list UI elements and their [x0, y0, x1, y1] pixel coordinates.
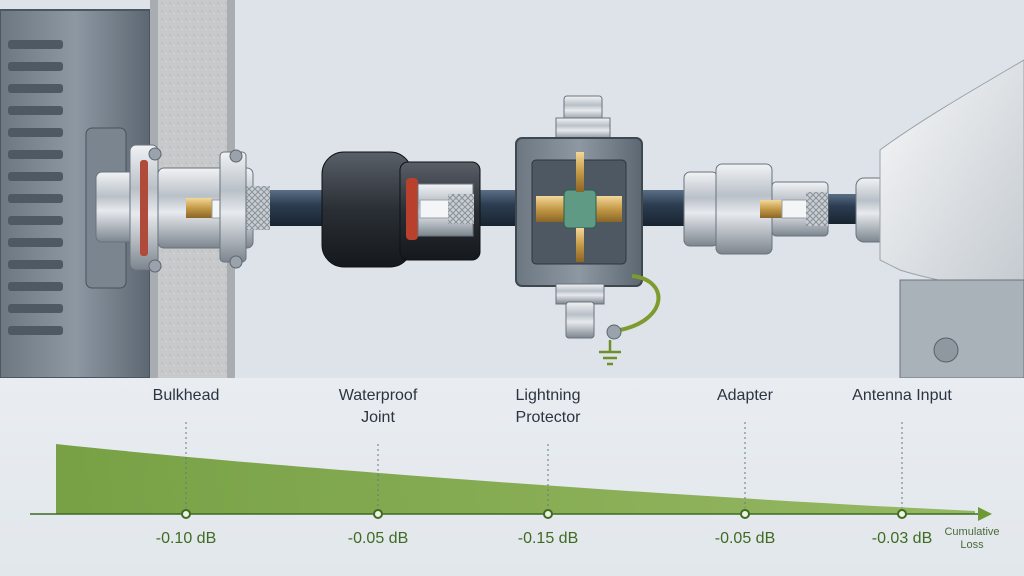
cable-assembly-illustration — [0, 0, 1024, 378]
cumulative-loss-chart — [30, 444, 992, 521]
adapter-connector — [683, 163, 829, 255]
loss-label: -0.10 dB — [155, 530, 217, 547]
loss-marker — [373, 509, 383, 519]
ground-symbol-icon — [599, 340, 621, 366]
loss-label: -0.05 dB — [714, 530, 776, 547]
loss-label: -0.15 dB — [517, 530, 579, 547]
axis-title: Cumulative Loss — [944, 526, 1000, 551]
lightning-protector — [515, 95, 661, 340]
component-label: Bulkhead — [152, 387, 220, 404]
component-label: Adapter — [716, 387, 774, 404]
axis-arrow-icon — [978, 507, 992, 521]
antenna-unit — [855, 59, 1024, 378]
loss-marker — [897, 509, 907, 519]
loss-label: -0.05 dB — [347, 530, 409, 547]
cumulative-loss-area — [56, 444, 975, 514]
loss-marker — [543, 509, 553, 519]
waterproof-joint — [321, 151, 481, 268]
component-label: Lightning Protector — [515, 387, 581, 426]
component-label: Antenna Input — [852, 387, 952, 404]
bulkhead-connector — [95, 144, 270, 273]
loss-marker — [740, 509, 750, 519]
loss-label: -0.03 dB — [871, 530, 933, 547]
component-label: Waterproof Joint — [338, 387, 418, 426]
loss-marker — [181, 509, 191, 519]
